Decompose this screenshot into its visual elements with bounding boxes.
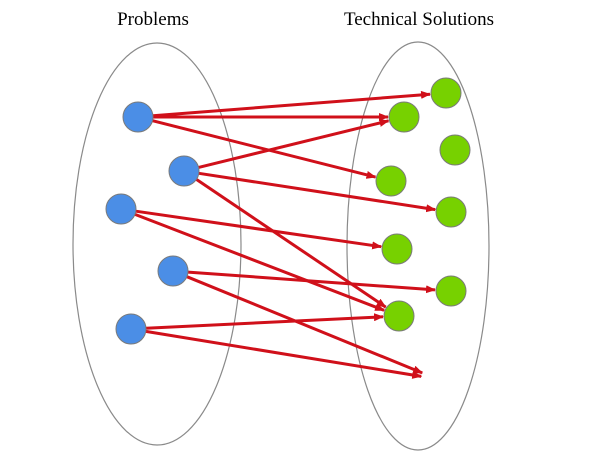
- edges-layer: [134, 90, 437, 379]
- solution-node-s6: [381, 233, 413, 265]
- edge-p1-to-s1: [152, 90, 431, 118]
- edge-p1-to-s4: [152, 119, 377, 179]
- solution-node-s4: [375, 165, 407, 197]
- edge-p2-to-s5: [198, 171, 437, 213]
- edge-p2-to-s7: [195, 178, 387, 309]
- solution-node-s5: [435, 196, 467, 228]
- nodes-layer: [105, 77, 471, 345]
- edge-p3-to-s7: [134, 213, 386, 312]
- edge-p2-to-s2: [198, 119, 390, 169]
- problems-set-ellipse: [72, 42, 242, 446]
- solution-node-s2: [388, 101, 420, 133]
- edge-p5-to-s9: [145, 329, 423, 379]
- edge-p3-to-s6: [135, 209, 383, 250]
- solution-node-s3: [439, 134, 471, 166]
- solution-node-s1: [430, 77, 462, 109]
- problem-node-p2: [168, 155, 200, 187]
- edge-p5-to-s7: [145, 313, 384, 330]
- edge-p4-to-s9: [186, 275, 424, 375]
- problem-node-p1: [122, 101, 154, 133]
- edge-p4-to-s8: [187, 270, 436, 294]
- solutions-title: Technical Solutions: [344, 9, 494, 30]
- solution-node-s8: [435, 275, 467, 307]
- solutions-set-ellipse: [346, 41, 490, 451]
- problems-title: Problems: [117, 9, 189, 30]
- problem-node-p4: [157, 255, 189, 287]
- problem-node-p5: [115, 313, 147, 345]
- problem-node-p3: [105, 193, 137, 225]
- solution-node-s7: [383, 300, 415, 332]
